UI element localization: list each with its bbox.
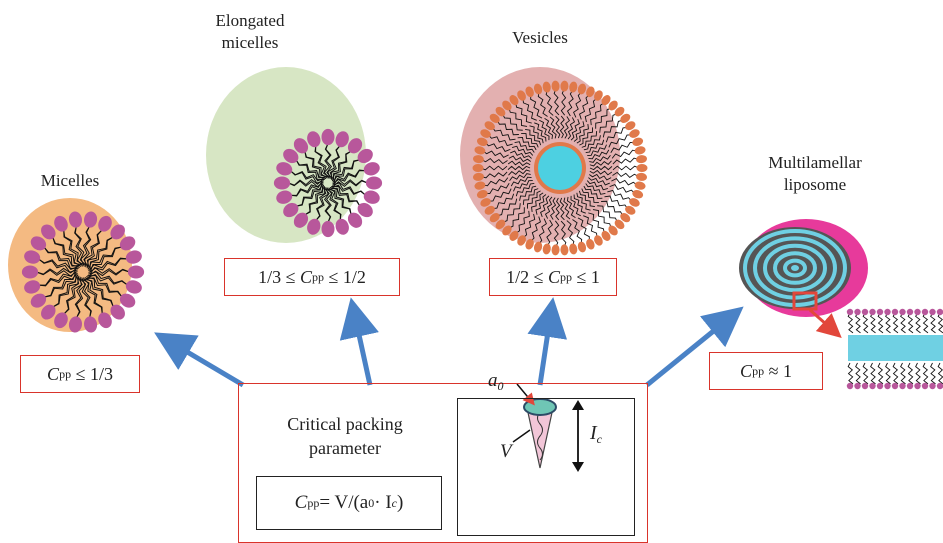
arrow-to-liposome: [645, 306, 744, 387]
bilayer-segment: [846, 308, 943, 390]
elongated-micelle-structure: [273, 128, 383, 238]
zoom-arrow: [809, 308, 842, 338]
arrow-to-micelles: [154, 332, 245, 388]
arrow-to-vesicles: [527, 297, 568, 386]
formula-close: ): [396, 492, 404, 513]
vesicle-structure: [472, 80, 648, 256]
micelles-range-value: ≤ 1/3: [75, 363, 113, 384]
arrow-to-elongated: [339, 297, 379, 386]
cone-v-label: V: [500, 441, 512, 462]
formula-c-sub: c: [391, 495, 397, 510]
micelle-structure: [21, 211, 145, 333]
cpp-subscript: pp: [752, 363, 765, 378]
formula-cpp: C: [294, 492, 308, 513]
cone-icon: [512, 383, 584, 472]
cpp-subscript: pp: [560, 269, 572, 284]
critical-packing-title: Critical packing parameter: [287, 414, 403, 458]
cpp-subscript: pp: [59, 366, 72, 381]
formula-mid: · I: [374, 492, 392, 513]
liposome-label: Multilamellar liposome: [768, 153, 862, 194]
vesicles-range-value: ≤ 1: [576, 266, 600, 287]
formula-cpp-sub: pp: [307, 495, 320, 510]
cone-a0-label: a0: [488, 370, 504, 393]
liposome-range-value: ≈ 1: [768, 360, 792, 381]
cpp-symbol: C: [299, 266, 312, 287]
elongated-micelles-label: Elongated micelles: [215, 11, 285, 52]
vesicles-label: Vesicles: [512, 28, 568, 47]
vesicles-range-lead: 1/2 ≤: [506, 266, 544, 287]
elongated-range-lead: 1/3 ≤: [258, 266, 296, 287]
elongated-range-value: ≤ 1/2: [328, 266, 366, 287]
formula-a-sub: 0: [368, 495, 375, 510]
liposome-zoom-marker: [792, 291, 818, 311]
cpp-symbol: C: [547, 266, 560, 287]
formula-eq: = V/(a: [319, 492, 369, 513]
cpp-symbol: C: [47, 363, 60, 384]
micelles-label: Micelles: [40, 171, 100, 190]
cone-box: [457, 398, 635, 536]
cpp-subscript: pp: [312, 269, 324, 284]
cpp-symbol: C: [740, 360, 753, 381]
cone-ic-label: Ic: [590, 422, 602, 446]
